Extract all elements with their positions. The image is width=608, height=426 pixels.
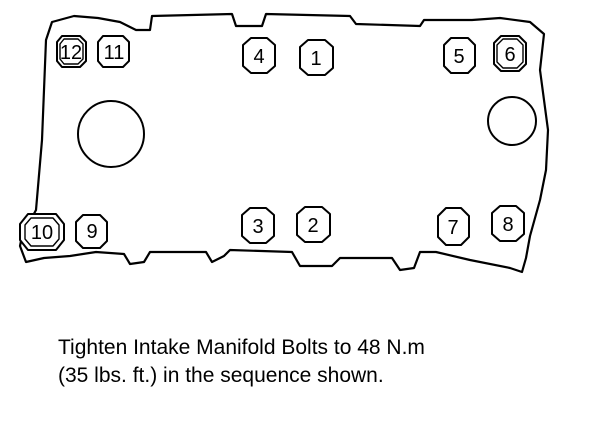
bolt-12: 12: [56, 35, 87, 68]
bolt-3-label: 3: [252, 216, 263, 238]
gasket-outline: [18, 12, 550, 274]
bolt-8-label: 8: [502, 214, 513, 236]
bolt-5-label: 5: [453, 46, 464, 68]
bolt-3: 3: [241, 207, 275, 244]
bolt-9: 9: [75, 214, 108, 249]
caption-line-1: Tighten Intake Manifold Bolts to 48 N.m: [58, 336, 425, 359]
right-port: [487, 96, 537, 146]
bolt-6-label: 6: [504, 44, 515, 66]
bolt-10: 10: [19, 213, 65, 251]
left-port: [77, 100, 145, 168]
bolt-1: 1: [299, 39, 334, 76]
bolt-9-label: 9: [86, 221, 97, 243]
caption-line-2: (35 lbs. ft.) in the sequence shown.: [58, 364, 384, 387]
bolt-11-label: 11: [104, 42, 125, 64]
bolt-11: 11: [97, 35, 130, 68]
bolt-1-label: 1: [310, 48, 321, 70]
bolt-2: 2: [296, 206, 331, 243]
bolt-5: 5: [443, 37, 476, 74]
bolt-4-label: 4: [253, 46, 264, 68]
torque-instruction-caption: Tighten Intake Manifold Bolts to 48 N.m …: [58, 334, 578, 390]
bolt-7: 7: [437, 207, 470, 246]
bolt-4: 4: [242, 37, 276, 74]
bolt-2-label: 2: [307, 215, 318, 237]
bolt-10-label: 10: [31, 222, 53, 244]
bolt-12-label: 12: [60, 42, 82, 64]
bolt-6: 6: [493, 35, 527, 72]
bolt-7-label: 7: [447, 217, 458, 239]
bolt-8: 8: [491, 205, 525, 242]
